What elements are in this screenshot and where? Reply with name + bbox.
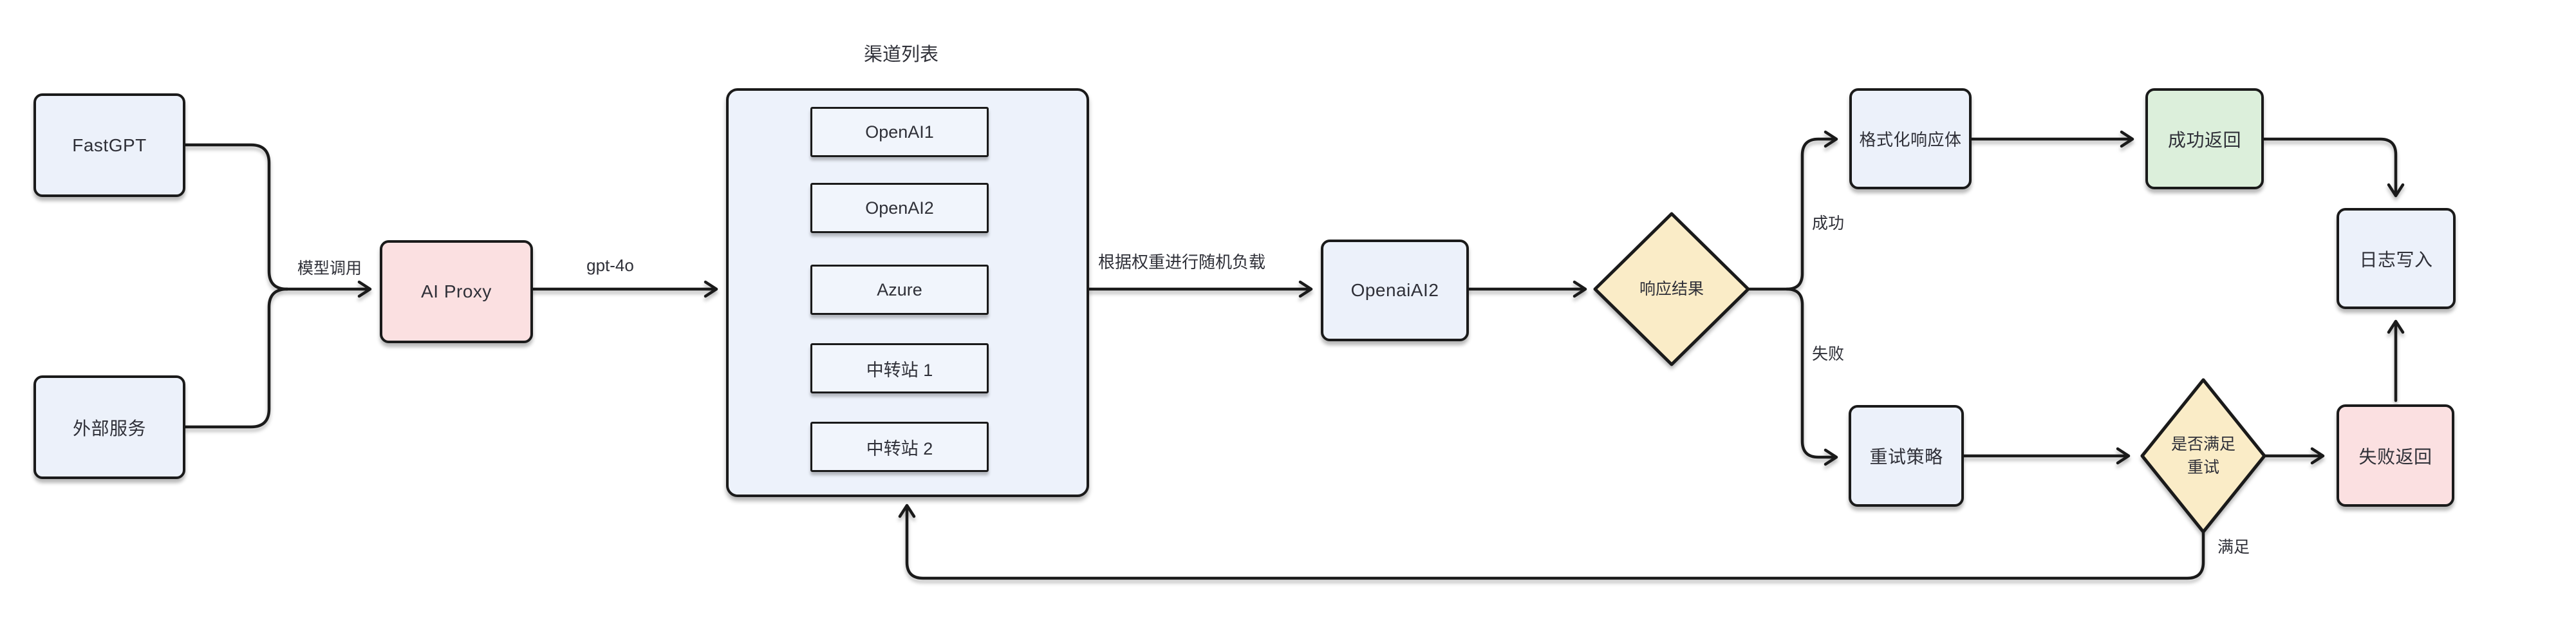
success-return-label: 成功返回: [2167, 129, 2241, 150]
satisfied-edge-label: 满足: [2217, 538, 2250, 556]
edge-response-fail-branch: [1785, 287, 1838, 466]
openai-ai2-label: OpenaiAI2: [1350, 280, 1439, 300]
edge-response-success-branch: [1746, 130, 1838, 291]
retry-check-diamond: [2140, 378, 2266, 534]
channel-item-label: Azure: [877, 279, 922, 299]
edge-external-join: [183, 287, 289, 429]
edge-satisfied-feedback: [898, 504, 2205, 580]
retry-check-label: 是否满足 重试: [2170, 435, 2235, 476]
channel-list-title: 渠道列表: [863, 44, 938, 65]
log-write-label: 日志写入: [2359, 249, 2433, 270]
channel-item-openai1: OpenAI1: [810, 107, 989, 157]
external-service-label: 外部服务: [72, 418, 146, 438]
channel-item-label: 中转站 1: [866, 360, 933, 380]
response-result-diamond: [1593, 212, 1750, 366]
fail-edge-label: 失败: [1811, 345, 1844, 363]
openai-ai2-node: OpenaiAI2: [1321, 240, 1469, 341]
channel-item-relay2: 中转站 2: [810, 422, 989, 472]
edge-fastgpt-join: [183, 143, 289, 291]
format-response-node: 格式化响应体: [1849, 88, 1972, 189]
channel-item-label: OpenAI1: [865, 122, 934, 142]
external-service-node: 外部服务: [33, 375, 185, 479]
ai-proxy-node: AI Proxy: [380, 240, 533, 343]
success-edge-label: 成功: [1811, 214, 1844, 232]
retry-strategy-node: 重试策略: [1849, 405, 1964, 507]
log-write-node: 日志写入: [2337, 208, 2456, 309]
fail-return-node: 失败返回: [2337, 404, 2454, 507]
ai-proxy-label: AI Proxy: [421, 281, 492, 301]
weighted-load-edge-label: 根据权重进行随机负载: [1097, 252, 1265, 272]
fastgpt-label: FastGPT: [72, 135, 147, 155]
channel-item-label: 中转站 2: [866, 438, 933, 458]
model-call-edge-label: 模型调用: [297, 259, 362, 278]
channel-item-label: OpenAI2: [865, 198, 934, 218]
success-return-node: 成功返回: [2145, 88, 2264, 189]
fail-return-label: 失败返回: [2358, 446, 2432, 467]
response-result-label: 响应结果: [1639, 280, 1704, 298]
format-response-label: 格式化响应体: [1859, 130, 1962, 149]
channel-item-azure: Azure: [810, 265, 989, 315]
channel-item-relay1: 中转站 1: [810, 343, 989, 393]
retry-strategy-label: 重试策略: [1869, 447, 1943, 467]
edge-success-to-log: [2262, 137, 2405, 198]
fastgpt-node: FastGPT: [33, 93, 185, 197]
channel-item-openai2: OpenAI2: [810, 183, 989, 233]
gpt-4o-edge-label: gpt-4o: [586, 255, 634, 275]
